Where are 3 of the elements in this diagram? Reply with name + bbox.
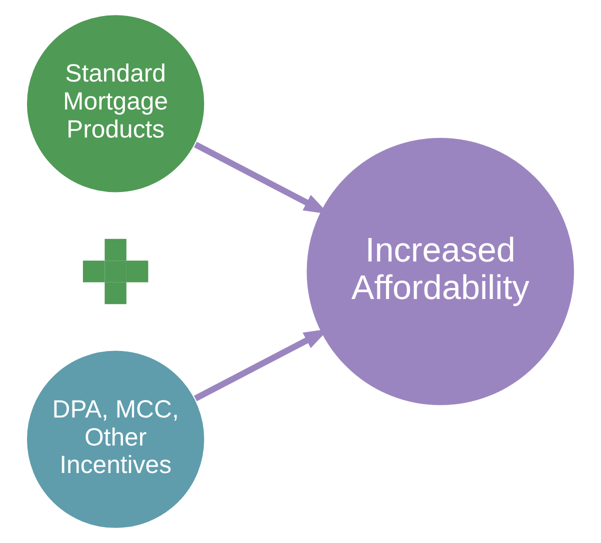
node-circle: Standard Mortgage Products — [25, 14, 206, 194]
node-circle: Increased Affordability — [305, 136, 576, 407]
node-circle: DPA, MCC, Other Incentives — [25, 349, 206, 530]
